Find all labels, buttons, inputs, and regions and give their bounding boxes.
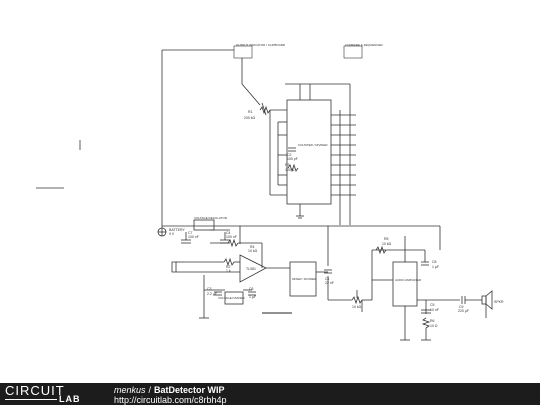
footer-bar: CIRCUIT LAB menkus/BatDetector WIP http:…	[0, 383, 540, 405]
label-c6-val: 1 µF	[249, 295, 256, 299]
label-amp-ic: AUDIO AMPLIFIER	[395, 278, 422, 282]
label-r5-val: 10 kΩ	[382, 242, 392, 246]
label-r6: R6	[430, 319, 435, 323]
label-c9-val: 220 µF	[458, 309, 469, 313]
bias-block	[224, 291, 244, 305]
label-bias: VOLTAGE DIVIDER	[218, 296, 246, 300]
label-top-right-box: COMPARE & SEQUENCER	[345, 43, 383, 47]
counter-ic	[286, 99, 332, 205]
circuit-name: BatDetector WIP	[154, 385, 225, 395]
top-right-box	[343, 45, 363, 59]
regulator-block	[193, 219, 215, 231]
mixer-block	[289, 261, 317, 297]
label-mixer: MIXER / DIVIDER	[292, 277, 317, 281]
logo-text-lab: LAB	[59, 394, 81, 404]
label-r4: R4	[250, 245, 255, 249]
logo-text-circuit: CIRCUIT	[5, 383, 65, 398]
label-opamp: TL081	[246, 267, 256, 271]
counter-output-pins	[331, 114, 356, 196]
label-speaker: SPKR	[494, 300, 504, 304]
circuitlab-logo[interactable]: CIRCUIT LAB	[5, 383, 97, 405]
label-c6: C6	[249, 287, 254, 291]
label-r3: R3	[285, 163, 290, 167]
circuit-url[interactable]: http://circuitlab.com/c8rbh4p	[114, 395, 227, 405]
resistor-r5	[375, 245, 387, 255]
pot-arrow	[261, 102, 267, 116]
resistor-r6	[421, 317, 431, 329]
label-c4-val: 100 nF	[226, 235, 237, 239]
label-r5: R5	[384, 237, 389, 241]
opamp-tl081	[239, 254, 267, 283]
label-top-left-box: OUTPUT INDICATOR / CLIPBOARD	[236, 43, 286, 47]
speaker	[485, 290, 493, 310]
label-counter-ic: COUNTER / DIVIDER	[298, 143, 328, 147]
label-regulator: VOLTAGE REGULATOR	[194, 216, 228, 220]
label-r6-val: 10 Ω	[430, 324, 438, 328]
label-c3: C3	[207, 287, 212, 291]
label-c4: C4	[226, 231, 231, 235]
label-c7: C7	[188, 231, 193, 235]
label-battery-val: 9 V	[169, 232, 175, 236]
label-r2-val: 1 k	[226, 269, 231, 273]
label-c5-val: 10 nF	[430, 308, 439, 312]
schematic-canvas[interactable]: OUTPUT INDICATOR / CLIPBOARD COMPARE & S…	[0, 0, 540, 383]
resistor-r4	[227, 238, 239, 248]
author-link[interactable]: menkus	[114, 385, 146, 395]
label-c5: C5	[430, 303, 435, 307]
label-r1: R1	[248, 110, 253, 114]
label-c2-val: 100 pF	[287, 157, 298, 161]
volume-pot	[351, 295, 363, 305]
resistor-r2	[223, 257, 235, 267]
top-left-box	[233, 45, 253, 59]
resistor-r1	[259, 105, 271, 115]
microphone	[171, 261, 177, 273]
wire	[241, 83, 261, 106]
label-r3-val: 100 Ω	[285, 168, 295, 172]
label-c8: C8	[432, 260, 437, 264]
circuit-title-line: menkus/BatDetector WIP	[114, 385, 225, 395]
label-volume-pot: 10 kΩ	[352, 305, 362, 309]
logo-underline	[5, 399, 57, 400]
label-r4-val: 10 kΩ	[248, 249, 258, 253]
audio-amp-ic	[392, 261, 418, 307]
resistor-r3	[287, 163, 299, 173]
label-c2: C2	[287, 153, 292, 157]
label-c3-val: 2.2 µF	[207, 292, 217, 296]
label-c7-val: 100 nF	[188, 235, 199, 239]
label-c1: C1	[325, 277, 330, 281]
label-r1-val: 200 kΩ	[244, 116, 256, 120]
title-separator: /	[148, 385, 152, 395]
label-c9: C9	[459, 305, 464, 309]
label-battery: BATTERY	[169, 228, 185, 232]
label-c1-val: 22 nF	[325, 281, 334, 285]
speaker	[481, 295, 487, 305]
label-r2: R2	[226, 265, 231, 269]
schematic-diagram: OUTPUT INDICATOR / CLIPBOARD COMPARE & S…	[36, 43, 504, 341]
label-c8-val: 1 µF	[432, 265, 439, 269]
